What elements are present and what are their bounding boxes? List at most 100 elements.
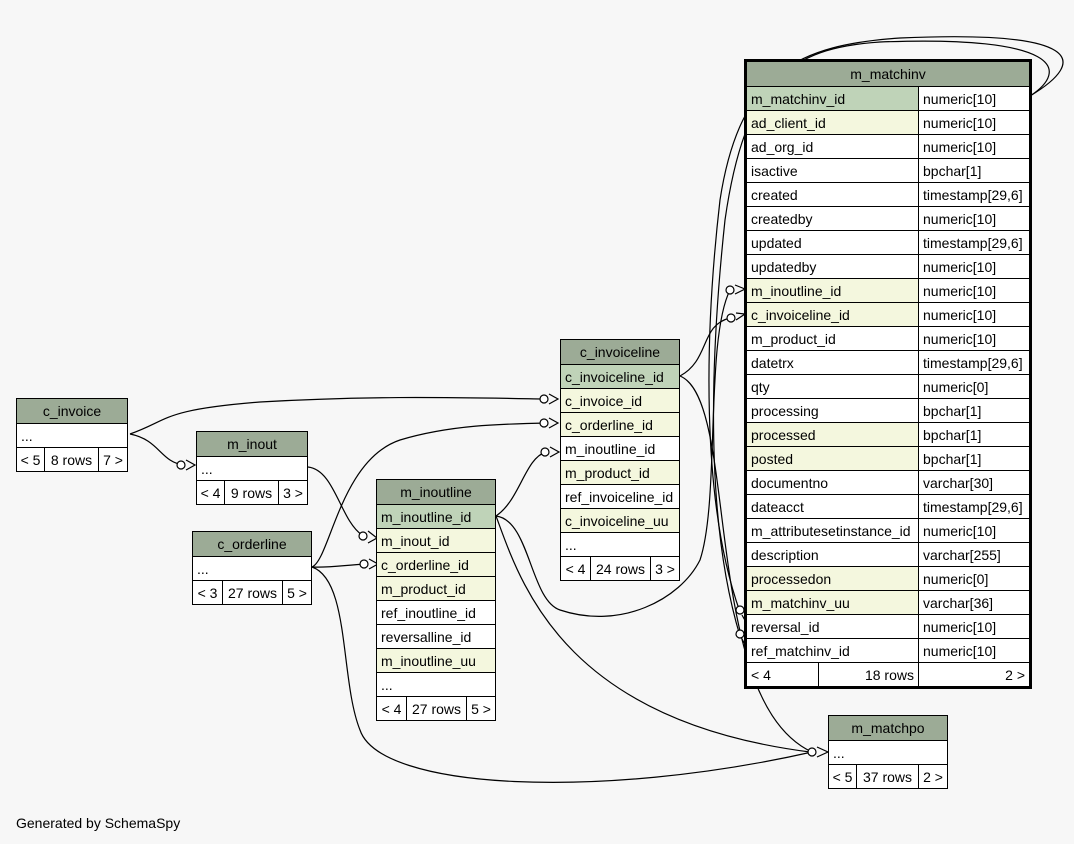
column-m-inoutline-uu[interactable]: m_inoutline_uu	[381, 652, 476, 669]
column-description[interactable]: description	[747, 543, 919, 566]
column-createdby[interactable]: createdby	[747, 207, 919, 230]
table-header[interactable]: c_invoiceline	[561, 340, 679, 364]
column-type: bpchar[1]	[919, 423, 1029, 446]
table-c-orderline[interactable]: c_orderline ... < 3 27 rows 5 >	[192, 531, 312, 605]
column-m-product-id[interactable]: m_product_id	[565, 464, 650, 481]
column-m-inoutline-id[interactable]: m_inoutline_id	[381, 508, 472, 525]
table-m-inout[interactable]: m_inout ... < 4 9 rows 3 >	[196, 431, 308, 505]
nav-next[interactable]: 3 >	[655, 560, 675, 577]
column-type: varchar[255]	[919, 543, 1029, 566]
table-c-invoiceline[interactable]: c_invoiceline c_invoiceline_id c_invoice…	[560, 339, 680, 581]
column-ad-client-id[interactable]: ad_client_id	[747, 111, 919, 134]
nav-prev[interactable]: < 3	[193, 581, 223, 604]
table-nav: < 5 37 rows 2 >	[829, 764, 947, 788]
table-header[interactable]: m_matchpo	[829, 716, 947, 740]
column-type: numeric[10]	[919, 111, 1029, 134]
column-processedon[interactable]: processedon	[747, 567, 919, 590]
column-reversal-id[interactable]: reversal_id	[747, 615, 919, 638]
column-c-invoiceline-id[interactable]: c_invoiceline_id	[747, 303, 919, 326]
column-datetrx[interactable]: datetrx	[747, 351, 919, 374]
column-dateacct[interactable]: dateacct	[747, 495, 919, 518]
row-count: 37 rows	[857, 765, 919, 788]
table-c-invoice[interactable]: c_invoice ... < 5 8 rows 7 >	[16, 398, 128, 472]
column-ref-inoutline-id[interactable]: ref_inoutline_id	[381, 604, 476, 621]
table-m-matchpo[interactable]: m_matchpo ... < 5 37 rows 2 >	[828, 715, 948, 789]
column-type: bpchar[1]	[919, 399, 1029, 422]
column-type: timestamp[29,6]	[919, 183, 1029, 206]
nav-prev[interactable]: < 4	[747, 663, 819, 686]
edge-invoice-inout	[129, 433, 185, 466]
column-processing[interactable]: processing	[747, 399, 919, 422]
column-m-inoutline-id[interactable]: m_inoutline_id	[747, 279, 919, 302]
nav-prev[interactable]: < 4	[197, 481, 225, 504]
column-c-orderline-id[interactable]: c_orderline_id	[565, 416, 653, 433]
nav-next[interactable]: 7 >	[103, 451, 123, 468]
column-c-invoice-id[interactable]: c_invoice_id	[565, 392, 643, 409]
column-type: numeric[0]	[919, 375, 1029, 398]
column-posted[interactable]: posted	[747, 447, 919, 470]
column-m-inout-id[interactable]: m_inout_id	[381, 532, 450, 549]
column-isactive[interactable]: isactive	[747, 159, 919, 182]
column-updated[interactable]: updated	[747, 231, 919, 254]
column-m-product-id[interactable]: m_product_id	[381, 580, 466, 597]
nav-prev[interactable]: < 4	[561, 557, 591, 580]
column-ellipsis: ...	[565, 536, 577, 553]
table-nav: < 4 24 rows 3 >	[561, 556, 679, 580]
edge-orderline-matchpo	[311, 566, 813, 783]
table-header[interactable]: m_matchinv	[747, 62, 1029, 86]
column-processed[interactable]: processed	[747, 423, 919, 446]
column-qty[interactable]: qty	[747, 375, 919, 398]
nav-next[interactable]: 2 >	[923, 768, 943, 785]
table-header[interactable]: c_orderline	[193, 532, 311, 556]
row-count: 27 rows	[407, 697, 467, 720]
column-m-matchinv-uu[interactable]: m_matchinv_uu	[747, 591, 919, 614]
column-ellipsis: ...	[21, 427, 33, 444]
table-nav: < 5 8 rows 7 >	[17, 447, 127, 471]
table-m-inoutline[interactable]: m_inoutline m_inoutline_id m_inout_id c_…	[376, 479, 496, 721]
column-ellipsis: ...	[201, 460, 213, 477]
column-type: numeric[10]	[919, 519, 1029, 542]
row-count: 18 rows	[819, 663, 919, 686]
column-c-orderline-id[interactable]: c_orderline_id	[381, 556, 469, 573]
column-reversalline-id[interactable]: reversalline_id	[381, 628, 472, 645]
nav-prev[interactable]: < 5	[829, 765, 857, 788]
column-c-invoiceline-uu[interactable]: c_invoiceline_uu	[565, 512, 669, 529]
column-ref-matchinv-id[interactable]: ref_matchinv_id	[747, 639, 919, 662]
column-ref-invoiceline-id[interactable]: ref_invoiceline_id	[565, 488, 674, 505]
column-created[interactable]: created	[747, 183, 919, 206]
column-c-invoiceline-id[interactable]: c_invoiceline_id	[565, 368, 664, 385]
column-type: timestamp[29,6]	[919, 351, 1029, 374]
table-header[interactable]: m_inoutline	[377, 480, 495, 504]
column-type: varchar[30]	[919, 471, 1029, 494]
edge-inout-inoutline	[307, 466, 363, 536]
nav-next[interactable]: 5 >	[471, 700, 491, 717]
nav-next[interactable]: 3 >	[283, 484, 303, 501]
nav-prev[interactable]: < 5	[17, 448, 45, 471]
column-m-product-id[interactable]: m_product_id	[747, 327, 919, 350]
table-header[interactable]: m_inout	[197, 432, 307, 456]
nav-next[interactable]: 5 >	[287, 584, 307, 601]
column-ad-org-id[interactable]: ad_org_id	[747, 135, 919, 158]
column-m-inoutline-id[interactable]: m_inoutline_id	[565, 440, 656, 457]
column-type: bpchar[1]	[919, 159, 1029, 182]
column-documentno[interactable]: documentno	[747, 471, 919, 494]
table-header[interactable]: c_invoice	[17, 399, 127, 423]
column-m-attributesetinstance-id[interactable]: m_attributesetinstance_id	[747, 519, 919, 542]
column-type: numeric[10]	[919, 615, 1029, 638]
column-updatedby[interactable]: updatedby	[747, 255, 919, 278]
nav-next[interactable]: 2 >	[1005, 666, 1025, 683]
column-m-matchinv-id[interactable]: m_matchinv_id	[747, 87, 919, 110]
nav-prev[interactable]: < 4	[377, 697, 407, 720]
edge-inoutline-matchpo	[495, 515, 811, 753]
